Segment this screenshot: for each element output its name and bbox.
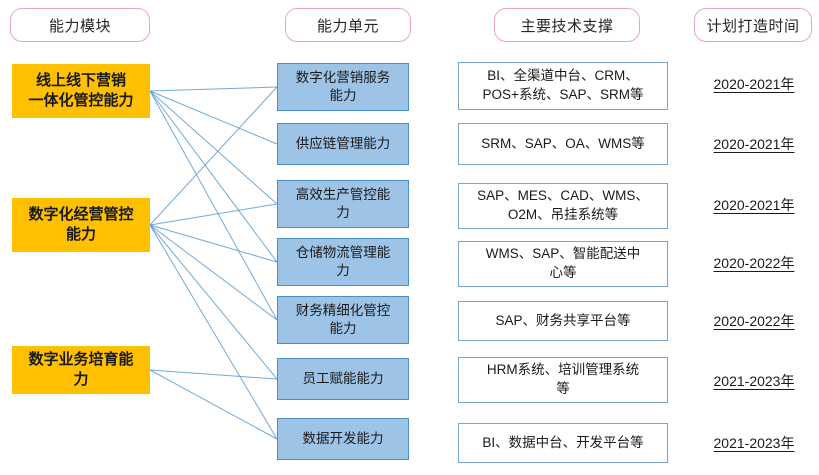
capability-unit-7[interactable]: 数据开发能力 xyxy=(277,418,409,460)
planned-time-4: 2020-2022年 xyxy=(713,255,795,271)
capability-unit-1[interactable]: 数字化营销服务能力 xyxy=(277,63,409,111)
column-header-4: 计划打造时间 xyxy=(694,8,812,42)
connector-m2-to-u3 xyxy=(149,203,278,226)
capability-unit-4[interactable]: 仓储物流管理能力 xyxy=(277,238,409,286)
column-header-2: 能力单元 xyxy=(285,8,411,42)
planned-time-6: 2021-2023年 xyxy=(713,373,795,389)
technology-support-3: SAP、MES、CAD、WMS、O2M、吊挂系统等 xyxy=(458,183,668,229)
column-header-3: 主要技术支撑 xyxy=(494,8,640,42)
connector-m1-to-u2 xyxy=(149,90,278,145)
technology-support-1: BI、全渠道中台、CRM、POS+系统、SAP、SRM等 xyxy=(458,62,668,110)
connector-m1-to-u3 xyxy=(149,90,278,205)
planned-time-5: 2020-2022年 xyxy=(713,313,795,329)
connector-m2-to-u5 xyxy=(149,224,278,321)
technology-support-2: SRM、SAP、OA、WMS等 xyxy=(458,123,668,165)
capability-unit-2[interactable]: 供应链管理能力 xyxy=(277,123,409,165)
column-header-1: 能力模块 xyxy=(10,8,150,42)
capability-module-1[interactable]: 线上线下营销一体化管控能力 xyxy=(12,64,150,118)
connector-m2-to-u7 xyxy=(149,224,278,440)
capability-module-3[interactable]: 数字业务培育能力 xyxy=(12,346,150,394)
capability-unit-5[interactable]: 财务精细化管控能力 xyxy=(277,296,409,344)
connector-m1-to-u4 xyxy=(149,90,278,263)
capability-module-2[interactable]: 数字化经营管控能力 xyxy=(12,198,150,252)
technology-support-5: SAP、财务共享平台等 xyxy=(458,301,668,341)
connector-m2-to-u4 xyxy=(149,224,278,263)
connector-m3-to-u7 xyxy=(149,369,278,440)
planned-time-7: 2021-2023年 xyxy=(713,435,795,451)
connector-m2-to-u6 xyxy=(149,224,278,380)
planned-time-1: 2020-2021年 xyxy=(713,76,795,92)
connector-m1-to-u5 xyxy=(149,90,278,321)
connector-m1-to-u1 xyxy=(149,86,278,92)
planned-time-2: 2020-2021年 xyxy=(713,136,795,152)
technology-support-4: WMS、SAP、智能配送中心等 xyxy=(458,241,668,287)
connector-m2-to-u1 xyxy=(149,86,278,226)
capability-unit-6[interactable]: 员工赋能能力 xyxy=(277,358,409,400)
technology-support-7: BI、数据中台、开发平台等 xyxy=(458,423,668,463)
technology-support-6: HRM系统、培训管理系统等 xyxy=(458,357,668,403)
planned-time-3: 2020-2021年 xyxy=(713,197,795,213)
capability-unit-3[interactable]: 高效生产管控能力 xyxy=(277,180,409,228)
connector-m3-to-u6 xyxy=(149,369,278,380)
